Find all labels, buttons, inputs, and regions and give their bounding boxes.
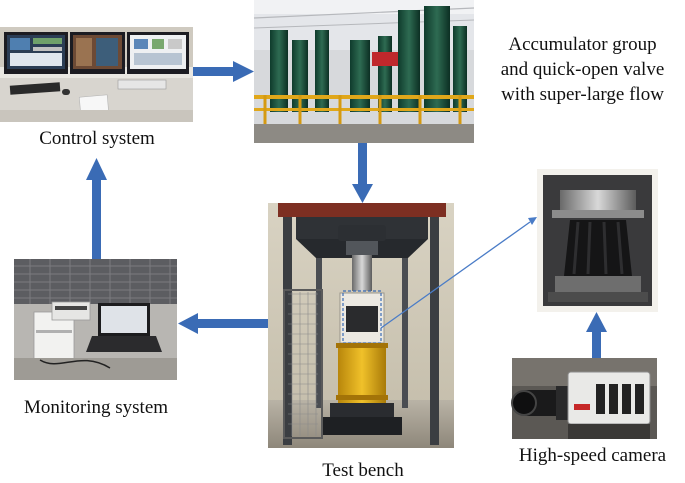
high-speed-camera-caption: High-speed camera: [518, 445, 667, 466]
test-bench-photo: [268, 203, 454, 448]
specimen-closeup-photo: [537, 169, 658, 312]
arrow-accumulator-to-test-bench: [352, 143, 373, 203]
accumulator-caption: Accumulator group and quick-open valve w…: [480, 32, 685, 107]
accumulator-caption-line-1: Accumulator group: [508, 34, 657, 55]
accumulator-caption-line-3: with super-large flow: [501, 84, 664, 105]
monitoring-system-caption: Monitoring system: [23, 397, 169, 418]
arrow-control-to-accumulator: [193, 61, 254, 82]
control-system-photo: [0, 27, 193, 122]
control-system-caption: Control system: [39, 128, 155, 149]
camera-link-line: [380, 217, 537, 329]
arrow-camera-to-closeup: [586, 312, 607, 358]
accumulator-caption-line-2: and quick-open valve: [500, 59, 665, 80]
arrow-monitoring-to-control: [86, 158, 107, 259]
accumulator-photo: [253, 0, 475, 143]
arrow-test-bench-to-monitoring: [178, 313, 268, 334]
monitoring-system-photo: [14, 259, 177, 380]
high-speed-camera-photo: [511, 358, 657, 439]
test-bench-caption: Test bench: [322, 460, 404, 481]
